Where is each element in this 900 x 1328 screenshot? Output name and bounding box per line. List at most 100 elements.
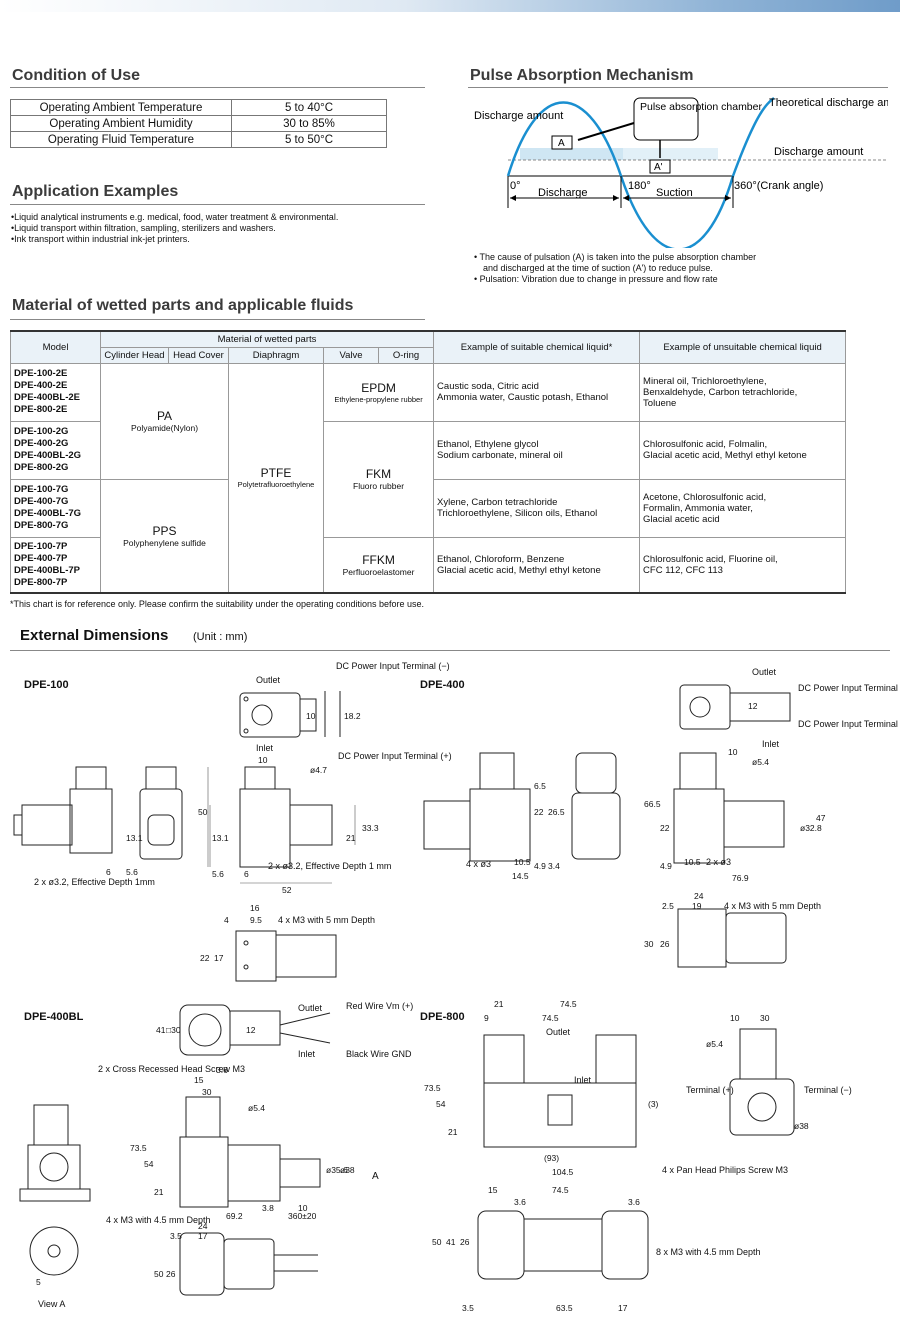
col-diaphragm: Diaphragm: [228, 346, 324, 364]
arrowhead: [725, 195, 731, 201]
dim-value: 10.5: [514, 857, 531, 867]
terminal-minus-label: Terminal (−): [804, 1085, 852, 1095]
cell: 5 to 40°C: [231, 99, 387, 116]
dim-value: 6: [244, 869, 249, 879]
dc-minus-label: DC Power Input Terminal (−): [798, 683, 900, 693]
dim-value: 9.5: [250, 915, 262, 925]
dim-value: 2.5: [662, 901, 674, 911]
a-box: [551, 135, 573, 150]
dim-value: 17: [214, 953, 224, 963]
pan-head-label: 4 x Pan Head Philips Screw M3: [662, 1165, 788, 1175]
cell: Operating Fluid Temperature: [10, 131, 232, 148]
dpe400bl-top-view: [179, 1004, 331, 1056]
cell: Operating Ambient Humidity: [10, 115, 232, 132]
cell: 5 to 50°C: [231, 131, 387, 148]
dim-value: 18.2: [344, 711, 361, 721]
effective-depth-label: 2 x ø3.2, Effective Depth 1 mm: [268, 861, 391, 871]
dpe400bl-bottom-view: [179, 1232, 318, 1296]
dim-value: 26: [166, 1269, 176, 1279]
note-line: and discharged at the time of suction (A…: [483, 263, 713, 273]
outlet-label: Outlet: [256, 675, 281, 685]
deg0-label: 0°: [510, 180, 521, 192]
col-model: Model: [10, 330, 101, 364]
deg180-label: 180°: [628, 180, 651, 192]
dim-value: 26.5: [548, 807, 565, 817]
dim-value: 3.4: [548, 861, 560, 871]
view-a-label: View A: [38, 1299, 65, 1309]
discharge-label: Discharge: [538, 187, 588, 199]
table-header-row: Model Material of wetted parts Example o…: [10, 330, 847, 364]
dim-value: 5.6: [126, 867, 138, 877]
suction-label: Suction: [656, 187, 693, 199]
dpe100-bottom-view: [235, 930, 337, 982]
dim-value: 10: [306, 711, 316, 721]
chamber-box: [633, 97, 699, 141]
note-line: • Pulsation: Vibration due to change in …: [474, 274, 718, 284]
arrowhead: [510, 195, 516, 201]
dimensions-rule: [10, 650, 890, 651]
dim-value: 54: [436, 1099, 446, 1109]
dim-value: 50: [432, 1237, 442, 1247]
dim-value: 50: [198, 807, 208, 817]
dim-value: 41: [156, 1025, 166, 1035]
dim-value: 73.5: [130, 1143, 147, 1153]
chamber-label: Pulse absorption chamber: [640, 101, 762, 113]
dim-value: 22: [660, 823, 670, 833]
dim-value: 47: [816, 813, 826, 823]
dim-value: ø5.4: [248, 1103, 265, 1113]
outlet-label: Outlet: [546, 1027, 571, 1037]
dim-value: 24: [198, 1221, 208, 1231]
dim-value: ø5.4: [706, 1039, 723, 1049]
arrowhead: [623, 195, 629, 201]
dim-value: 3.5: [170, 1231, 182, 1241]
dim-value: 76.9: [732, 873, 749, 883]
dim-value: 30: [760, 1013, 770, 1023]
dpe400bl-front-view: [19, 1104, 91, 1202]
dim-value: 21: [154, 1187, 164, 1197]
pulse-diagram: Discharge amount A A' Pulse absorption c…: [474, 97, 888, 248]
dim-value: 19: [692, 901, 702, 911]
dim-value: 33.3: [362, 823, 379, 833]
dim-value: 12: [246, 1025, 256, 1035]
dim-value: 4: [224, 915, 229, 925]
dpe800-bottom-view: [477, 1210, 649, 1280]
a-label: A: [558, 138, 565, 149]
dimension-values: 10 18.2 10 ø4.7 50 13.1 33.3 21 13.1 5.6…: [36, 701, 826, 1313]
dim-value: ø38: [794, 1121, 809, 1131]
dim-value: ø4.7: [310, 765, 327, 775]
dpe400-bottom-view: [677, 908, 787, 968]
col-head-cover: Head Cover: [168, 346, 229, 364]
dim-value: 74.5: [542, 1013, 559, 1023]
dpe100-side-views: [13, 766, 333, 868]
a-prime-label: A': [654, 162, 663, 173]
dim-value: 52: [282, 885, 292, 895]
dimension-drawings: Outlet Inlet DC Power Input Terminal (−)…: [13, 661, 900, 1313]
pulse-shade-b: [623, 148, 718, 160]
dc-plus-label: DC Power Input Terminal (+): [338, 751, 452, 761]
dim-value: 22: [534, 807, 544, 817]
m3-45-label: 4 x M3 with 4.5 mm Depth: [106, 1215, 211, 1225]
dim-value: 6.5: [534, 781, 546, 791]
pulse-shade-a: [520, 148, 623, 160]
dim-value: 3.6: [514, 1197, 526, 1207]
red-wire-label: Red Wire Vm (+): [346, 1001, 413, 1011]
sine-curve: [506, 97, 775, 248]
list-item: •Liquid transport within filtration, sam…: [11, 223, 276, 233]
inlet-label: Inlet: [574, 1075, 592, 1085]
dim-value: 3.8: [262, 1203, 274, 1213]
dim-value: ø32.8: [800, 823, 822, 833]
inlet-label: Inlet: [762, 739, 780, 749]
material-table: Model Material of wetted parts Example o…: [10, 330, 847, 594]
dim-value: 15: [194, 1075, 204, 1085]
